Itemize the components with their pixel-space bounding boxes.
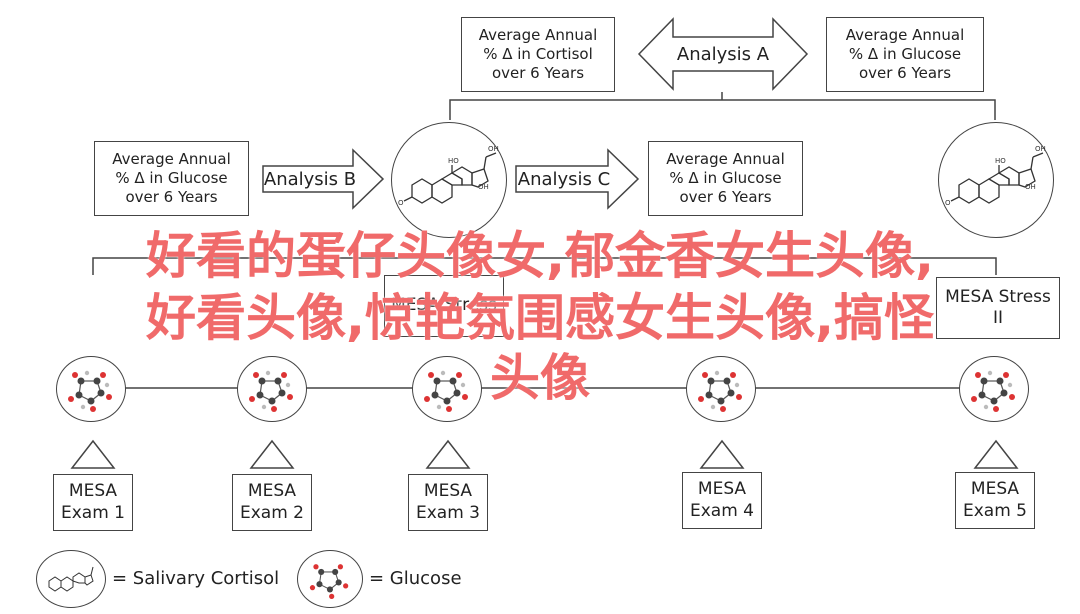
exam-box-1: MESA Exam 1 — [53, 474, 133, 531]
svg-text:OH: OH — [1035, 145, 1046, 153]
legend-cortisol-icon — [36, 550, 106, 608]
svg-text:OH: OH — [488, 145, 499, 153]
exam-box-5: MESA Exam 5 — [955, 472, 1035, 529]
analysis-b-label: Analysis B — [263, 168, 357, 190]
mesa-stress-box: MESA Stress — [384, 275, 504, 337]
svg-text:HO: HO — [995, 157, 1006, 165]
exam-box-4: MESA Exam 4 — [682, 472, 762, 529]
legend-cortisol-label: = Salivary Cortisol — [112, 568, 280, 589]
svg-text:O: O — [945, 199, 951, 207]
exam-box-2: MESA Exam 2 — [232, 474, 312, 531]
analysis-a-arrow — [637, 17, 809, 91]
overlay-title-line-2: 好看头像,惊艳氛围感女生头像,搞怪 — [146, 289, 934, 347]
svg-text:OH: OH — [478, 183, 489, 191]
box-glucose-change-right: Average Annual % Δ in Glucose over 6 Yea… — [826, 17, 984, 92]
overlay-title-line-3: 头像 — [490, 349, 590, 407]
svg-text:OH: OH — [1025, 183, 1036, 191]
box-glucose-change-left: Average Annual % Δ in Glucose over 6 Yea… — [94, 141, 249, 216]
glucose-molecule-icon — [959, 356, 1029, 422]
glucose-molecule-icon — [56, 356, 126, 422]
box-glucose-change-mid: Average Annual % Δ in Glucose over 6 Yea… — [648, 141, 803, 216]
legend-glucose-label: = Glucose — [369, 568, 462, 589]
cortisol-molecule-icon: O OH HO OH — [391, 122, 507, 238]
mesa-stress-ii-box: MESA Stress II — [936, 277, 1060, 339]
analysis-c-arrow — [515, 148, 640, 210]
svg-text:HO: HO — [448, 157, 459, 165]
glucose-molecule-icon — [412, 356, 482, 422]
cortisol-molecule-icon: O OH HO OH — [938, 122, 1054, 238]
legend-glucose-icon — [297, 550, 363, 608]
svg-text:O: O — [398, 199, 404, 207]
analysis-b-arrow — [262, 148, 385, 210]
analysis-a-label: Analysis A — [676, 43, 770, 65]
box-cortisol-change: Average Annual % Δ in Cortisol over 6 Ye… — [461, 17, 615, 92]
glucose-molecule-icon — [237, 356, 307, 422]
analysis-c-label: Analysis C — [517, 168, 611, 190]
glucose-molecule-icon — [686, 356, 756, 422]
overlay-title-line-1: 好看的蛋仔头像女,郁金香女生头像, — [146, 227, 934, 285]
exam-box-3: MESA Exam 3 — [408, 474, 488, 531]
